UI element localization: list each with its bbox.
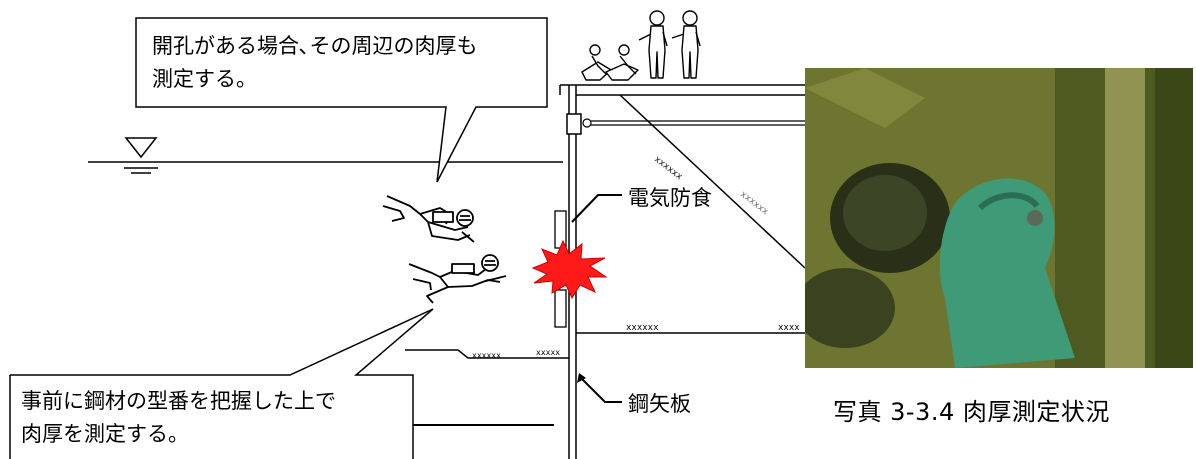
tie-rod-joint xyxy=(582,118,592,128)
tie-rod-mark-1: xxxxxx xyxy=(652,154,684,182)
anode-label: 電気防食 xyxy=(628,186,712,210)
photo-content xyxy=(805,68,1193,368)
photo-caption: 写真 3-3.4 肉厚測定状況 xyxy=(833,398,1110,426)
tie-rod-mark-5: xxxxxx xyxy=(626,323,659,333)
quay-top-slab xyxy=(559,84,805,96)
callout-bottom-line-2: 肉厚を測定する。 xyxy=(21,422,189,446)
diagonal-slope-line xyxy=(619,94,806,269)
tie-rod-mark-4: xxxxxx xyxy=(472,351,501,360)
callout-top-line-2: 測定する。 xyxy=(152,67,257,91)
diver-icon-upper xyxy=(382,195,475,243)
tie-rod-mark-2: xxxxxx xyxy=(738,189,770,217)
tie-rod-mark-6: xxxx xyxy=(778,323,800,333)
anode-lower xyxy=(554,289,567,328)
pile-leader-line xyxy=(578,375,622,403)
callout-bottom-box xyxy=(9,308,434,459)
pile-cap-anchor xyxy=(566,113,582,135)
callout-top-box xyxy=(135,17,548,183)
callout-bottom-line-1: 事前に鋼材の型番を把握した上で xyxy=(21,389,336,413)
pile-leader-arrow xyxy=(577,373,586,383)
diver-icon-lower xyxy=(408,254,507,304)
sheet-pile-label: 鋼矢板 xyxy=(628,392,691,416)
tie-rod-mark-3: xxxxx xyxy=(536,348,560,357)
anode-upper xyxy=(554,210,567,249)
measurement-burst xyxy=(531,239,608,300)
surface-worker-icons xyxy=(581,10,701,81)
callout-top-line-1: 開孔がある場合､その周辺の肉厚も xyxy=(152,34,478,58)
water-level-marker xyxy=(124,137,158,174)
seabed-line xyxy=(405,349,569,359)
measurement-photo xyxy=(805,68,1193,368)
anode-leader-line xyxy=(571,194,622,223)
